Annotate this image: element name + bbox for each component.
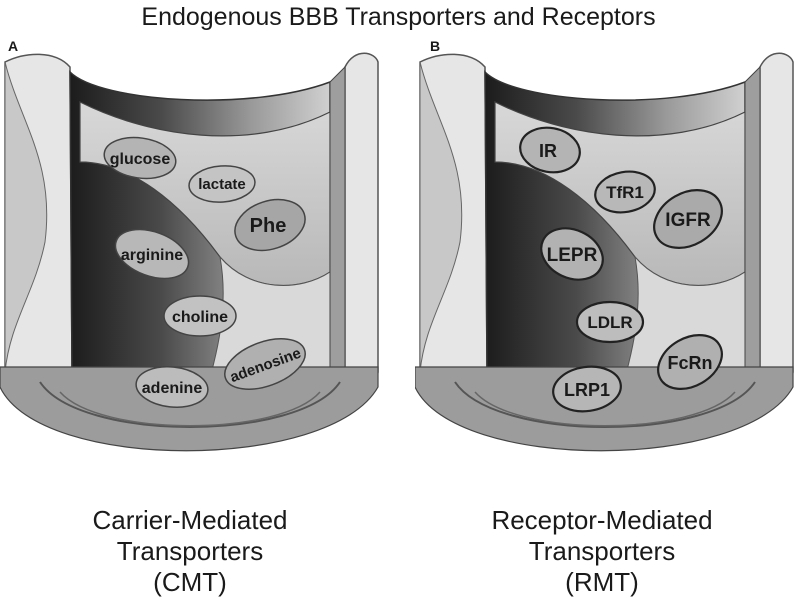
label-tfr1: TfR1 <box>606 183 644 202</box>
basement-band-inner <box>39 381 341 428</box>
panel-b-caption: Receptor-Mediated Transporters (RMT) <box>452 505 752 598</box>
label-lrp1: LRP1 <box>564 380 610 400</box>
label-adenine: adenine <box>142 380 203 397</box>
basement-band-inner <box>454 381 756 428</box>
label-lepr: LEPR <box>547 245 598 266</box>
vessel-left-shade <box>419 61 463 373</box>
vessel-right-shade <box>329 65 346 373</box>
label-igfr: IGFR <box>665 210 711 231</box>
vessel-left-shade <box>4 61 48 373</box>
label-arginine: arginine <box>121 247 183 264</box>
panel-b-caption-line-1: Receptor-Mediated <box>491 505 713 535</box>
panel-a-caption-line-3: (CMT) <box>153 567 227 597</box>
label-phe: Phe <box>250 215 287 237</box>
basement-band-inner-2 <box>59 391 321 427</box>
label-ir: IR <box>539 141 557 161</box>
panel-b-caption-line-2: Transporters <box>528 536 676 566</box>
vessel-right-shade <box>744 65 761 373</box>
label-choline: choline <box>172 309 228 326</box>
panel-b-letter: B <box>430 38 441 54</box>
basement-band <box>0 366 379 452</box>
panel-a-caption-line-1: Carrier-Mediated <box>92 505 288 535</box>
panel-b-illustration: IR TfR1 IGFR LEPR LDLR FcRn LRP1 <box>415 52 794 452</box>
panel-b-caption-line-3: (RMT) <box>565 567 639 597</box>
label-lactate: lactate <box>198 176 246 193</box>
basement-band <box>415 366 794 452</box>
panel-a-letter: A <box>8 38 19 54</box>
label-ldlr: LDLR <box>587 313 632 332</box>
panel-a-caption-line-2: Transporters <box>116 536 264 566</box>
label-glucose: glucose <box>110 151 171 168</box>
basement-band-inner-2 <box>474 391 736 427</box>
figure-title: Endogenous BBB Transporters and Receptor… <box>141 3 656 31</box>
panel-a-caption: Carrier-Mediated Transporters (CMT) <box>40 505 340 598</box>
label-fcrn: FcRn <box>668 353 713 373</box>
panel-a-illustration: glucose lactate Phe arginine choline ade… <box>0 52 379 452</box>
